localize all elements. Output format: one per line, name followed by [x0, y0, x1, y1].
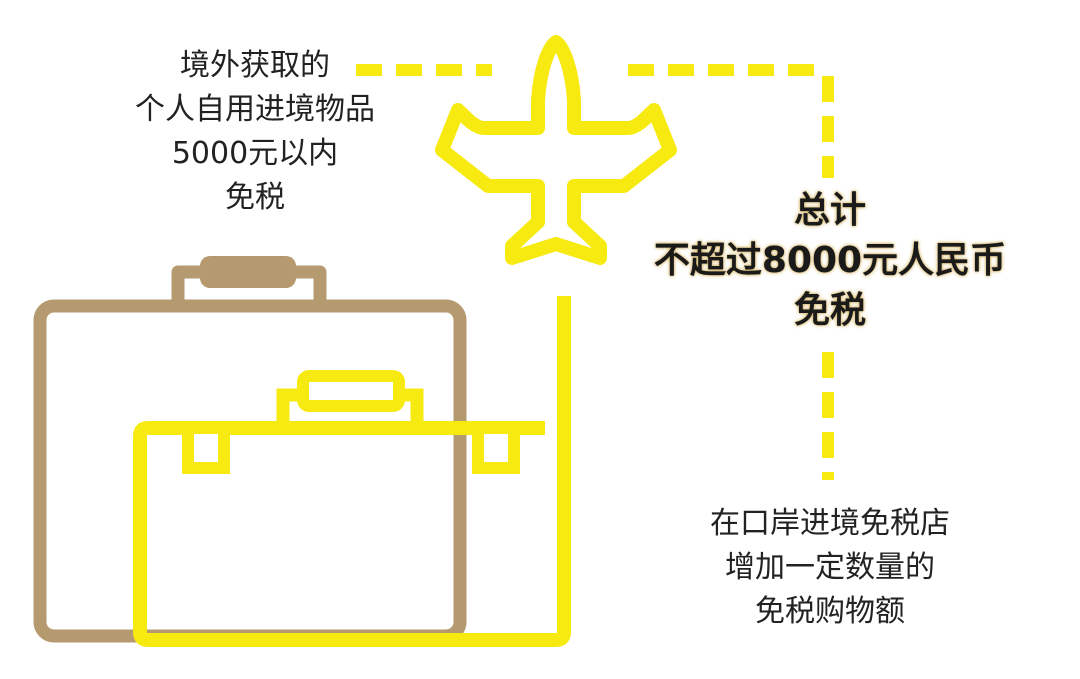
total-note-line-1: 总计 — [793, 190, 866, 231]
suitcase-front-latch-right — [472, 422, 520, 474]
total-note: 总计 不超过8000元人民币 免税 — [610, 186, 1050, 336]
suitcase-front-grip — [297, 370, 405, 412]
left-note-line-3: 5000元以内 — [171, 136, 339, 171]
suitcase-front-icon — [133, 296, 571, 647]
left-note: 境外获取的 个人自用进境物品 5000元以内 免税 — [90, 44, 420, 220]
airplane-icon — [435, 35, 677, 265]
suitcase-back-body — [33, 299, 467, 643]
total-note-line-3: 免税 — [793, 290, 866, 331]
suitcase-front-body — [133, 296, 571, 647]
left-note-line-4: 免税 — [225, 180, 285, 215]
total-note-line-2: 不超过8000元人民币 — [653, 240, 1007, 281]
shop-note: 在口岸进境免税店 增加一定数量的 免税购物额 — [640, 502, 1020, 634]
shop-note-line-2: 增加一定数量的 — [725, 550, 935, 585]
left-note-line-2: 个人自用进境物品 — [135, 92, 375, 127]
suitcase-front-latch-left — [182, 422, 230, 474]
shop-note-line-1: 在口岸进境免税店 — [710, 506, 950, 541]
shop-note-line-3: 免税购物额 — [755, 594, 905, 629]
left-note-line-1: 境外获取的 — [180, 48, 330, 83]
suitcase-back-icon — [33, 256, 467, 643]
suitcase-back-grip — [200, 256, 296, 288]
